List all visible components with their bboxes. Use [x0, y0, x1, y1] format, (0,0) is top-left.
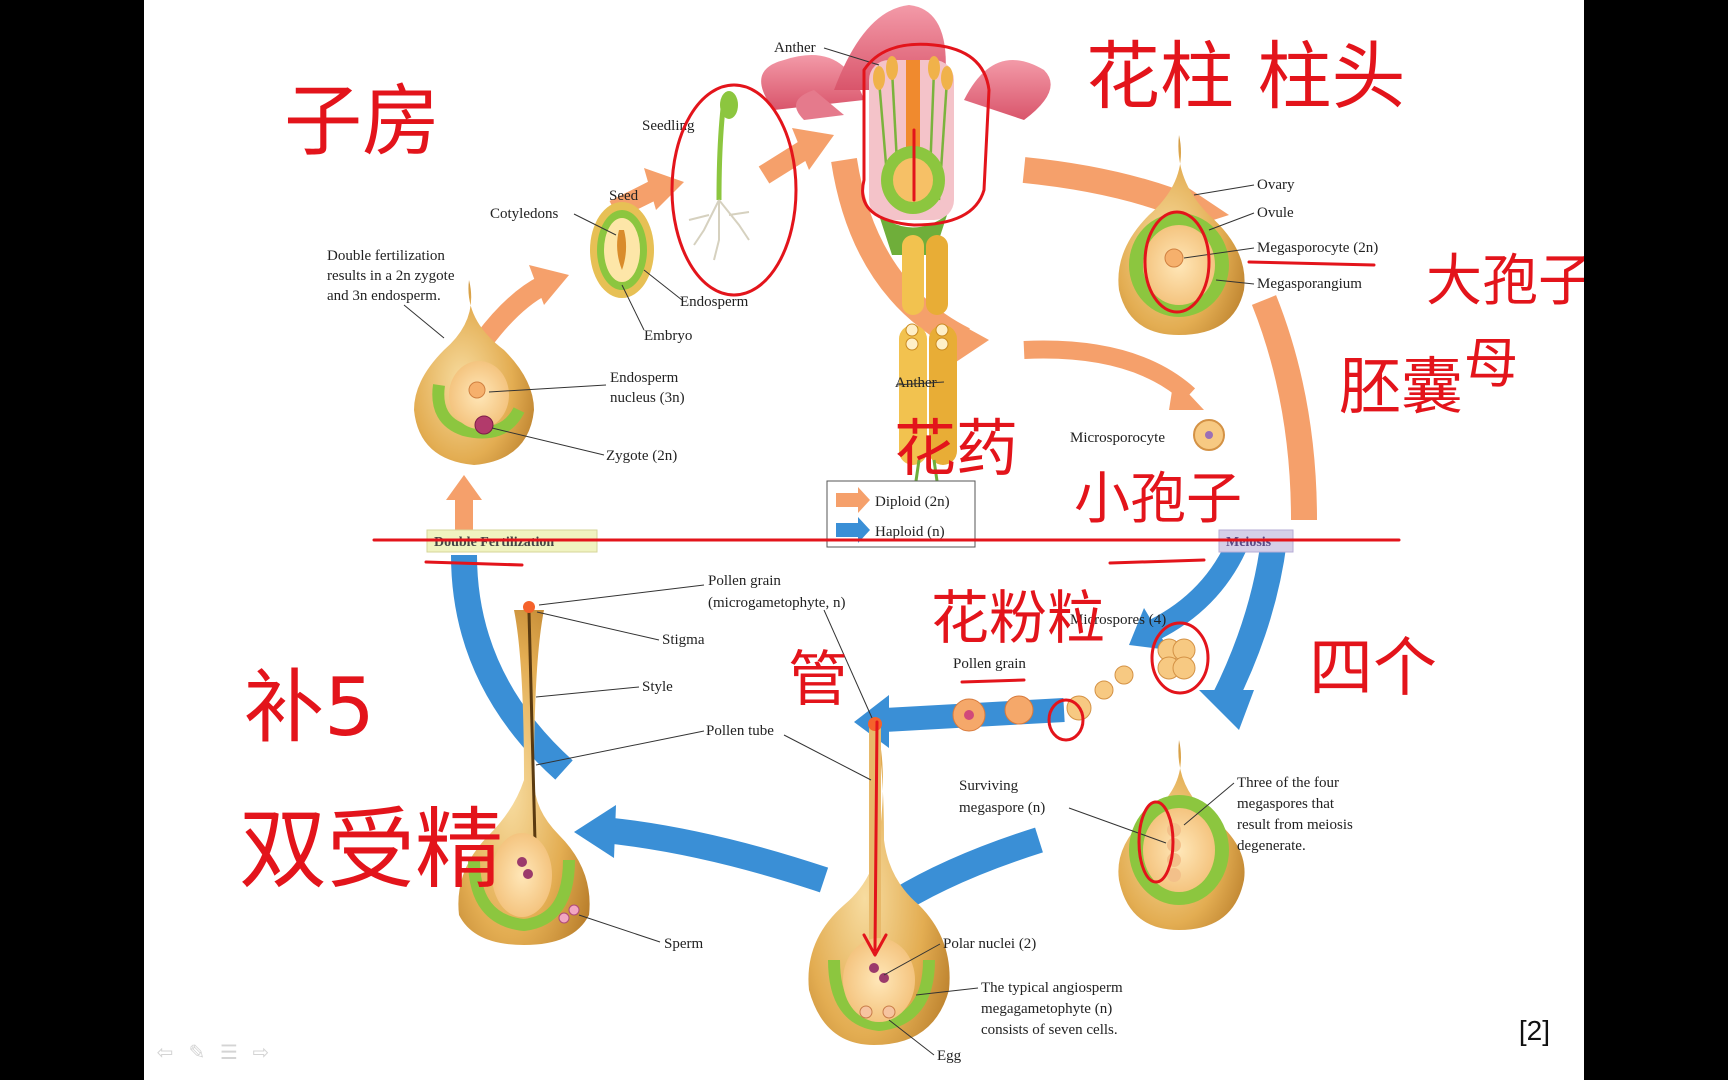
pen-icon[interactable]: ✎ [188, 1040, 206, 1064]
legend-diploid-arrow [836, 487, 870, 513]
haploid-arrow-left-side [451, 554, 573, 780]
diploid-arrow-seedling-to-flower [758, 141, 810, 184]
label-endosperm-nucleus-2: nucleus (3n) [610, 390, 685, 406]
label-anther-mid: Anther [895, 375, 937, 391]
label-three-of-four-3: result from meiosis [1237, 817, 1353, 833]
label-polar-nuclei: Polar nuclei (2) [943, 936, 1036, 952]
ink-pollen-grain-cn: 花粉粒 [931, 584, 1105, 652]
label-three-of-four-4: degenerate. [1237, 838, 1306, 854]
label-ovary: Ovary [1257, 177, 1295, 193]
label-double-fert-note-3: and 3n endosperm. [327, 288, 441, 304]
ink-microspore-cn: 小孢子 [1074, 467, 1242, 532]
ink-embryo-sac-cn: 胚囊 [1339, 350, 1463, 423]
flower-illustration [761, 5, 1051, 280]
label-zygote: Zygote (2n) [606, 448, 677, 464]
label-surviving-1: Surviving [959, 778, 1019, 794]
citation: [2] [1518, 1015, 1550, 1046]
double-fertilization-banner-text: Double Fertilization [434, 535, 554, 550]
haploid-arrowhead [1129, 608, 1169, 650]
legend-haploid-label: Haploid (n) [875, 524, 945, 540]
label-anther-top: Anther [774, 40, 816, 56]
ovule-megagametophyte [808, 717, 950, 1045]
ink-double-fert-cn: 双受精 [239, 798, 503, 901]
diploid-arrowhead [949, 318, 989, 362]
ink-anther-cn: 花药 [894, 412, 1018, 485]
ink-circle-microspores [1150, 621, 1210, 695]
arrow-left-icon[interactable]: ⇦ [156, 1040, 174, 1064]
diploid-arrow-zygote-to-seed [476, 276, 549, 347]
meiosis-banner-text: Meiosis [1226, 535, 1272, 550]
diploid-arrow-right-side [1251, 295, 1317, 521]
ink-mother-cn: 母 [1464, 332, 1518, 395]
ink-circle-seedling [670, 83, 798, 297]
label-egg: Egg [937, 1048, 962, 1064]
ink-circle-megaspore [1137, 800, 1175, 884]
diploid-arrow-anther-to-microsporocyte [1023, 340, 1196, 402]
seed-illustration [590, 202, 654, 298]
label-sperm: Sperm [664, 936, 703, 952]
ink-circle-flower-center [861, 42, 991, 227]
label-surviving-2: megaspore (n) [959, 800, 1045, 816]
ovule-megasporocyte [1118, 135, 1245, 335]
ink-megaspore-cn: 大孢子 [1426, 249, 1584, 314]
label-pollen-tube: Pollen tube [706, 723, 774, 739]
label-microsporocyte: Microsporocyte [1070, 430, 1165, 446]
label-typical-3: consists of seven cells. [981, 1022, 1118, 1038]
ink-supplement-cn: 补5 [244, 661, 375, 754]
ovule-zygote [414, 280, 534, 465]
label-microspores: Microspores (4) [1070, 612, 1166, 628]
menu-icon[interactable]: ☰ [220, 1040, 238, 1064]
label-seed: Seed [609, 188, 639, 204]
label-three-of-four-1: Three of the four [1237, 775, 1339, 791]
legend-diploid-label: Diploid (2n) [875, 494, 950, 510]
pollinated-pistil [458, 601, 590, 945]
ink-circle-pollen [1047, 698, 1085, 742]
arrow-right-icon[interactable]: ⇨ [252, 1040, 270, 1064]
label-megasporangium: Megasporangium [1257, 276, 1362, 292]
label-typical-1: The typical angiosperm [981, 980, 1123, 996]
label-pollen-grain-mid: Pollen grain [953, 656, 1026, 672]
slide: Anther Seedling Seed Cotyledons Endosper… [144, 0, 1584, 1080]
label-typical-2: megagametophyte (n) [981, 1001, 1112, 1017]
haploid-arrow-meiosis-down [1212, 538, 1287, 706]
legend-haploid-arrow [836, 517, 870, 543]
diploid-arrowhead [446, 475, 482, 500]
label-endosperm-nucleus-1: Endosperm [610, 370, 679, 386]
label-cotyledons: Cotyledons [490, 206, 558, 222]
handwritten-annotations: 子房 花柱 柱头 大孢子 母 胚囊 花药 小孢子 花粉粒 管 四个 补5 双受精 [239, 34, 1584, 957]
ink-tube-cn: 管 [788, 645, 848, 715]
haploid-arrow-to-pollinated-ovule [602, 817, 829, 893]
angiosperm-life-cycle-diagram: Anther Seedling Seed Cotyledons Endosper… [239, 5, 1584, 1064]
haploid-arrow-meiosis-to-microspores [1148, 535, 1250, 640]
microspore-tetrad [1157, 638, 1196, 680]
label-pollen-grain-top-1: Pollen grain [708, 573, 781, 589]
haploid-arrowhead [574, 805, 616, 858]
label-megasporocyte: Megasporocyte (2n) [1257, 240, 1378, 256]
ink-ovary-cn: 子房 [284, 77, 440, 167]
label-pollen-grain-top-2: (microgametophyte, n) [708, 595, 845, 611]
label-three-of-four-2: megaspores that [1237, 796, 1335, 812]
ink-circle-megasporocyte [1143, 210, 1211, 314]
label-style: Style [642, 679, 673, 695]
diploid-arrowhead [792, 128, 834, 170]
haploid-arrowhead [1199, 690, 1254, 730]
label-ovule: Ovule [1257, 205, 1294, 221]
label-stigma: Stigma [662, 632, 705, 648]
label-double-fert-note-2: results in a 2n zygote [327, 268, 455, 284]
label-double-fert-note-1: Double fertilization [327, 248, 445, 264]
seedling-illustration [688, 91, 750, 261]
diploid-arrowhead [529, 265, 569, 305]
ink-four-cn: 四个 [1309, 632, 1437, 706]
legend: Diploid (2n) Haploid (n) [826, 480, 976, 548]
anther-illustration [899, 235, 957, 496]
ink-style-stigma-cn: 花柱 柱头 [1086, 34, 1406, 120]
diploid-arrowhead [1169, 378, 1204, 410]
label-endosperm: Endosperm [680, 294, 749, 310]
ovule-surviving-megaspore [1118, 740, 1245, 930]
ink-pollen-tube-line [873, 720, 879, 952]
pollen-grains [952, 665, 1134, 732]
label-embryo: Embryo [644, 328, 692, 344]
diploid-arrowhead [644, 168, 684, 210]
